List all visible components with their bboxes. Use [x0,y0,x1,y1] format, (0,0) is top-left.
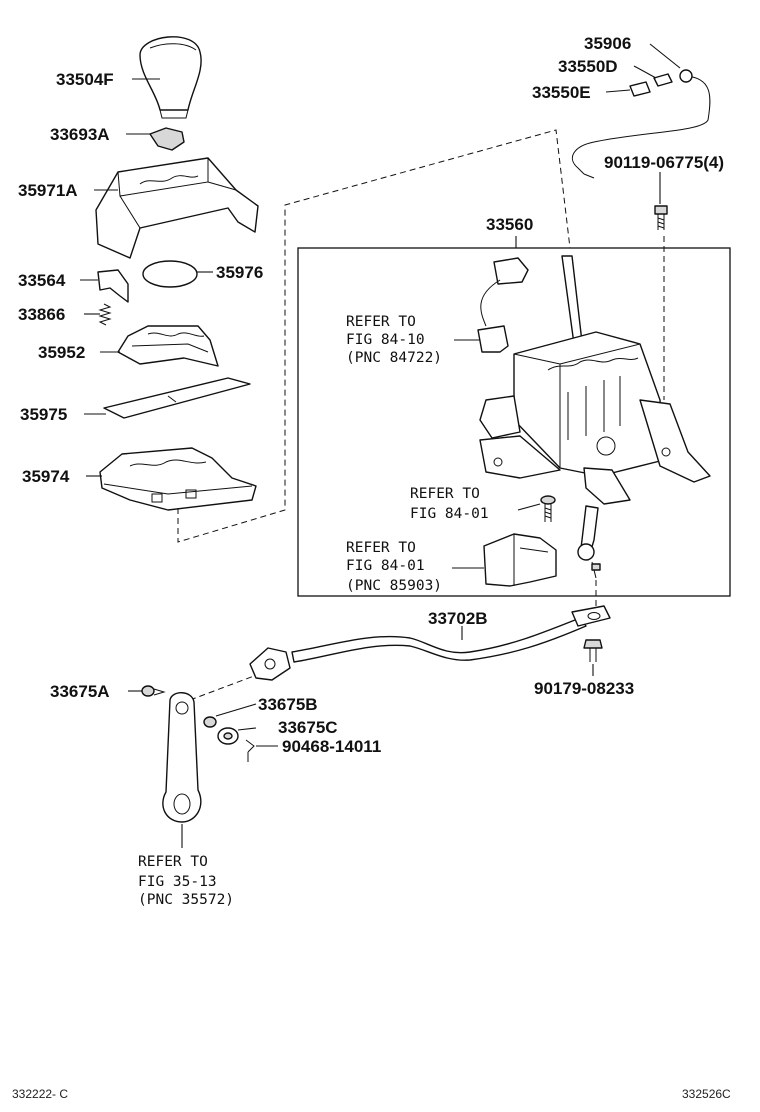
svg-text:REFER TO: REFER TO [346,540,416,556]
shift-knob [139,36,202,119]
lock-solenoid [483,533,557,587]
control-arm [162,692,202,823]
harness-connector [477,257,529,353]
svg-text:FIG 84-10: FIG 84-10 [346,332,425,348]
console-cover [95,157,259,259]
part-label-35971A: 35971A [18,181,78,200]
part-label-90468: 90468-14011 [282,737,381,756]
svg-text:REFER TO: REFER TO [346,314,416,330]
part-label-33550D: 33550D [558,57,618,76]
part-label-33675C: 33675C [278,718,338,737]
bolt-90119 [654,205,668,230]
lower-lever-arm [577,505,601,579]
svg-text:FIG 84-01: FIG 84-01 [410,506,489,522]
lock-bracket [97,269,129,303]
spring [98,303,112,326]
nut-90179 [583,639,603,662]
clip-90468 [245,739,255,762]
part-label-35906: 35906 [584,34,631,53]
indicator-plate [117,325,219,367]
pin-33675A [141,685,166,697]
reference-4: REFER TO FIG 35-13 (PNC 35572) [138,854,234,908]
round-cap [142,260,198,288]
part-label-90179: 90179-08233 [534,679,634,698]
knob-clip [149,127,185,151]
part-label-33560: 33560 [486,215,533,234]
svg-text:FIG 84-01: FIG 84-01 [346,558,425,574]
svg-text:(PNC 84722): (PNC 84722) [346,350,442,366]
part-label-33564: 33564 [18,271,66,290]
reference-3: REFER TO FIG 84-01 (PNC 85903) [346,540,442,594]
switch-cable [572,69,711,179]
svg-text:REFER TO: REFER TO [410,486,480,502]
part-label-33866: 33866 [18,305,65,324]
svg-text:FIG 35-13: FIG 35-13 [138,874,217,890]
linkage-guide-line [189,675,255,701]
part-label-35952: 35952 [38,343,85,362]
reference-2: REFER TO FIG 84-01 [410,486,489,522]
slide-strip [103,377,251,419]
shift-lever-assembly-box [297,247,731,597]
assembly-outline [177,129,571,543]
bushing-33675C [217,727,239,745]
part-label-33675B: 33675B [258,695,318,714]
footer-right-code: 332526C [682,1087,731,1101]
control-cable [249,605,611,681]
part-label-35975: 35975 [20,405,67,424]
position-housing [99,447,257,511]
part-label-35974: 35974 [22,467,70,486]
part-label-33504F: 33504F [56,70,114,89]
shift-lever-assembly [479,255,711,505]
svg-text:(PNC 85903): (PNC 85903) [346,578,442,594]
part-label-33675A: 33675A [50,682,110,701]
reference-1: REFER TO FIG 84-10 (PNC 84722) [346,314,442,366]
part-label-33550E: 33550E [532,83,591,102]
footer-left-code: 332222- C [12,1087,68,1101]
part-label-35976: 35976 [216,263,263,282]
screw-ref2 [540,495,556,522]
washer-33675B [203,716,217,728]
svg-text:REFER TO: REFER TO [138,854,208,870]
part-label-90119: 90119-06775(4) [604,153,724,172]
svg-text:(PNC 35572): (PNC 35572) [138,892,234,908]
part-label-33693A: 33693A [50,125,110,144]
part-label-33702B: 33702B [428,609,488,628]
